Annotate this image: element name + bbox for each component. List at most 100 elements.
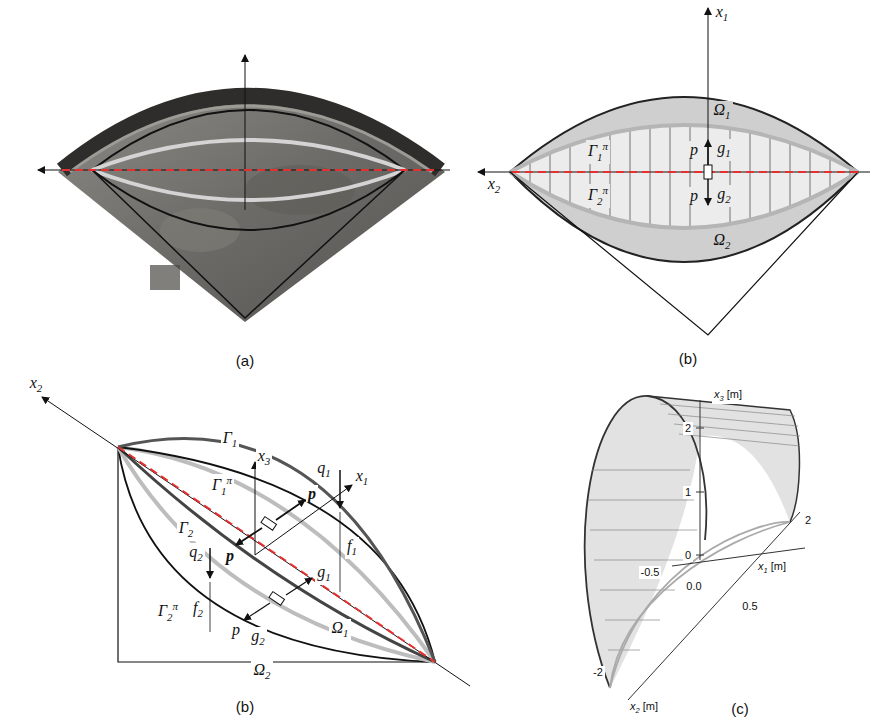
math-label: 0.5: [740, 600, 759, 613]
math-label: (c): [729, 700, 751, 717]
math-label: Ω2: [251, 661, 272, 682]
vault-photo: [38, 55, 450, 322]
label-part: 1: [597, 151, 602, 163]
label-part: 1: [343, 628, 348, 640]
math-label: x3: [256, 447, 273, 468]
label-part: x: [356, 467, 363, 484]
label-part: Ω: [253, 661, 265, 678]
math-label: p: [306, 485, 318, 503]
label-part: 2: [495, 184, 500, 196]
math-label: (a): [234, 352, 256, 369]
math-label: p: [688, 187, 700, 205]
label-part: 3: [720, 394, 724, 403]
label-part: 1: [325, 572, 330, 584]
math-label: x1: [714, 3, 731, 24]
label-part: g: [317, 563, 325, 580]
math-label: 1: [683, 486, 693, 499]
math-label: Γ2π: [586, 184, 610, 207]
label-part: 1: [725, 110, 730, 122]
label-part: Γ: [588, 143, 597, 160]
label-part: 1: [232, 438, 237, 450]
label-part: f: [193, 599, 197, 616]
math-label: Γ2π: [156, 600, 180, 623]
math-label: -2: [591, 666, 605, 679]
label-part: x: [30, 374, 37, 391]
label-part: 1: [725, 148, 730, 160]
label-part: f: [347, 537, 351, 554]
label-part: 2: [188, 528, 193, 540]
label-part: g: [251, 627, 259, 644]
math-label: Ω1: [329, 619, 350, 640]
label-part: [m]: [724, 388, 742, 400]
math-label: q2: [187, 543, 204, 564]
label-part: π: [603, 184, 608, 196]
label-part: Γ: [588, 187, 597, 204]
label-part: x: [630, 700, 636, 712]
label-part: 1: [723, 12, 728, 24]
math-label: Ω1: [711, 101, 732, 122]
math-label: 0: [683, 549, 693, 562]
math-label: g1: [315, 563, 332, 584]
label-part: [m]: [640, 700, 658, 712]
label-part: q: [189, 543, 197, 560]
label-part: 2: [37, 383, 42, 395]
math-label: f2: [191, 599, 205, 620]
label-part: Γ: [179, 519, 188, 536]
label-part: 1: [764, 566, 768, 575]
label-part: Γ: [212, 477, 221, 494]
math-label: -0.5: [639, 566, 662, 579]
label-part: 2: [197, 552, 202, 564]
math-label: 2: [803, 514, 813, 527]
plan-view: [478, 8, 870, 335]
label-part: 2: [167, 611, 172, 623]
label-part: Ω: [713, 101, 725, 118]
math-label: q1: [315, 459, 332, 480]
math-label: 0.0: [684, 580, 703, 593]
perspective-view: [42, 397, 470, 686]
label-part: g: [717, 139, 725, 156]
label-part: g: [717, 185, 725, 202]
label-part: 2: [725, 240, 730, 252]
label-part: 1: [325, 468, 330, 480]
label-part: x: [258, 447, 265, 464]
label-part: x: [758, 560, 764, 572]
math-label: p: [688, 141, 700, 159]
label-part: 2: [636, 706, 640, 715]
math-label: f1: [345, 537, 359, 558]
math-label: x1 [m]: [756, 560, 788, 576]
math-label: 2: [683, 422, 693, 435]
label-part: Γ: [158, 603, 167, 620]
label-part: 2: [597, 195, 602, 207]
math-label: g2: [715, 185, 732, 206]
label-part: 2: [725, 194, 730, 206]
math-label: x2: [486, 175, 503, 196]
label-part: Ω: [713, 231, 725, 248]
math-label: x1: [354, 467, 371, 488]
label-part: [m]: [768, 560, 786, 572]
label-part: Γ: [223, 429, 232, 446]
math-label: x2: [28, 374, 45, 395]
math-label: (b): [234, 698, 256, 715]
math-label: Γ1π: [210, 474, 234, 497]
label-part: x: [714, 388, 720, 400]
label-part: 1: [363, 476, 368, 488]
label-part: π: [603, 140, 608, 152]
math-label: Γ1π: [586, 140, 610, 163]
label-part: Ω: [331, 619, 343, 636]
math-label: g2: [249, 627, 266, 648]
label-part: π: [227, 474, 232, 486]
label-part: 1: [221, 485, 226, 497]
math-label: Γ2: [177, 519, 196, 540]
label-part: 1: [352, 546, 357, 558]
math-label: x3 [m]: [712, 388, 744, 404]
label-part: 2: [259, 636, 264, 648]
math-label: (b): [677, 350, 699, 367]
label-part: π: [173, 600, 178, 612]
label-part: 3: [265, 456, 270, 468]
math-label: g1: [715, 139, 732, 160]
label-part: 2: [265, 670, 270, 682]
label-part: 2: [198, 608, 203, 620]
math-label: Ω2: [711, 231, 732, 252]
label-part: x: [488, 175, 495, 192]
